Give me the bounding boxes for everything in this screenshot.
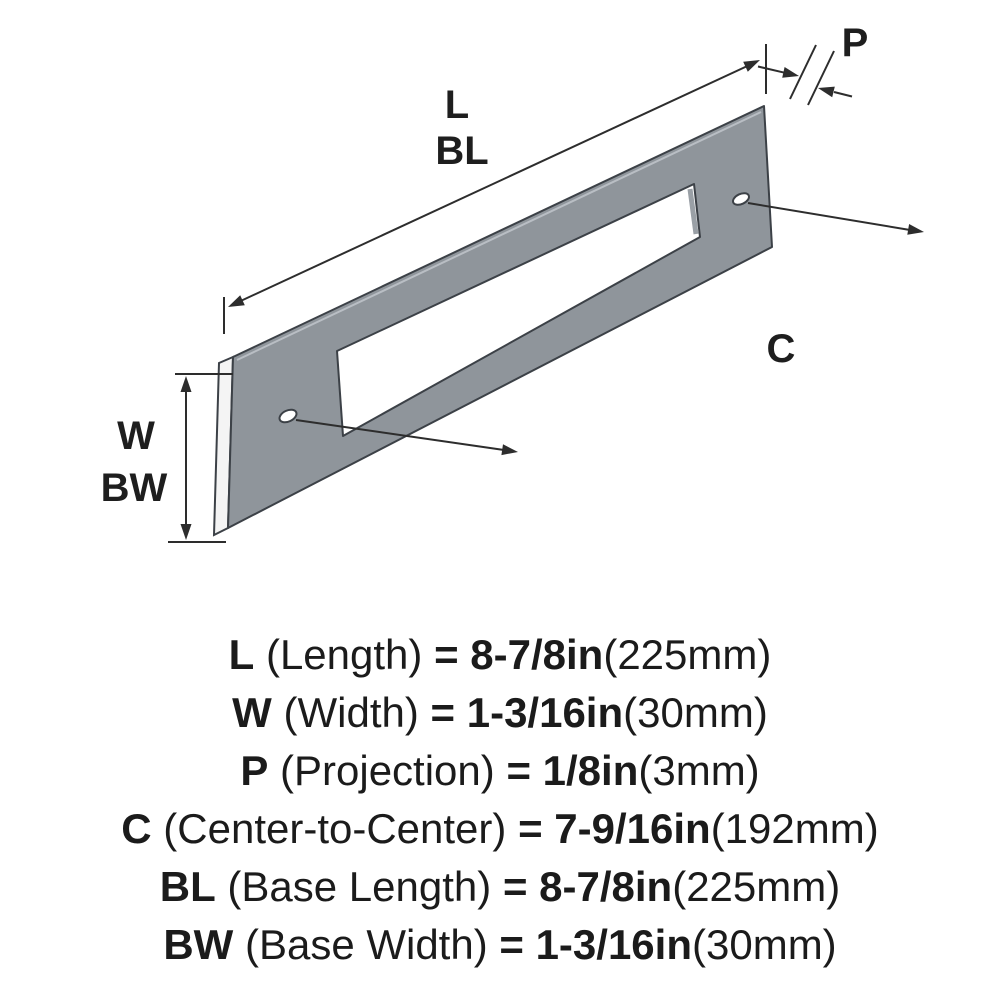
label-length: L [445, 83, 469, 127]
legend-row-base-width: BW (Base Width) = 1-3/16in(30mm) [0, 916, 1000, 974]
width-arrowhead-top [180, 376, 192, 392]
legend-metric: (225mm) [672, 863, 841, 910]
legend-value: 8-7/8in [539, 863, 673, 910]
legend-metric: (192mm) [710, 805, 879, 852]
legend-name: (Base Length) [227, 863, 492, 910]
label-projection: P [842, 21, 869, 65]
projection-face-line-2 [807, 50, 835, 106]
slot-inner-face [687, 188, 699, 235]
screw-hole-left [278, 408, 298, 424]
center-leader-lower [295, 419, 505, 451]
legend-name: (Projection) [280, 747, 495, 794]
legend-key: BW [163, 921, 234, 968]
legend-row-projection: P (Projection) = 1/8in(3mm) [0, 742, 1000, 800]
legend-equals: = [499, 921, 524, 968]
legend-metric: (3mm) [638, 747, 760, 794]
legend-value: 1-3/16in [466, 689, 624, 736]
legend-metric: (225mm) [603, 631, 772, 678]
width-arrowhead-bottom [180, 524, 192, 540]
center-leader-upper [747, 202, 911, 231]
length-arrowhead-left [228, 295, 245, 307]
center-arrowhead-upper [907, 224, 924, 235]
legend-equals: = [506, 747, 531, 794]
plate-top-highlight [236, 111, 762, 361]
label-base-length: BL [435, 129, 488, 173]
legend-metric: (30mm) [692, 921, 837, 968]
length-dimension-line [231, 61, 757, 306]
pull-diagram-svg: L BL P C W BW [101, 21, 924, 543]
legend-name: (Length) [265, 631, 423, 678]
legend-value: 7-9/16in [554, 805, 711, 852]
length-arrowhead-right [743, 60, 760, 72]
legend-row-width: W (Width) = 1-3/16in(30mm) [0, 684, 1000, 742]
legend-equals: = [434, 631, 459, 678]
legend-equals: = [430, 689, 456, 736]
legend-value: 8-7/8in [470, 631, 604, 678]
legend-value: 1-3/16in [535, 921, 692, 968]
legend-key: BL [159, 863, 216, 910]
projection-face-line-1 [789, 44, 817, 100]
projection-arrowhead-right [818, 86, 835, 98]
screw-hole-right [732, 192, 750, 206]
projection-arrow-line-right [833, 91, 853, 98]
label-width: W [117, 414, 155, 458]
legend-name: (Width) [283, 689, 419, 736]
label-center-to-center: C [767, 327, 796, 371]
legend-equals: = [502, 863, 528, 910]
legend-equals: = [518, 805, 543, 852]
legend-row-base-length: BL (Base Length) = 8-7/8in(225mm) [0, 858, 1000, 916]
legend-key: C [121, 805, 152, 852]
plate-slot [336, 183, 701, 437]
projection-arrow-line-left [757, 65, 786, 74]
legend-key: P [240, 747, 269, 794]
legend-name: (Base Width) [244, 921, 488, 968]
projection-arrowhead-left [782, 67, 799, 78]
legend-key: W [232, 689, 272, 736]
label-base-width: BW [101, 466, 168, 510]
dimension-legend: L (Length) = 8-7/8in(225mm) W (Width) = … [0, 626, 1000, 974]
legend-metric: (30mm) [623, 689, 768, 736]
legend-key: L [228, 631, 255, 678]
legend-name: (Center-to-Center) [163, 805, 507, 852]
legend-row-length: L (Length) = 8-7/8in(225mm) [0, 626, 1000, 684]
legend-row-center-to-center: C (Center-to-Center) = 7-9/16in(192mm) [0, 800, 1000, 858]
center-arrowhead-lower [501, 444, 518, 456]
pull-dimension-diagram: L BL P C W BW [101, 21, 924, 543]
legend-value: 1/8in [542, 747, 639, 794]
